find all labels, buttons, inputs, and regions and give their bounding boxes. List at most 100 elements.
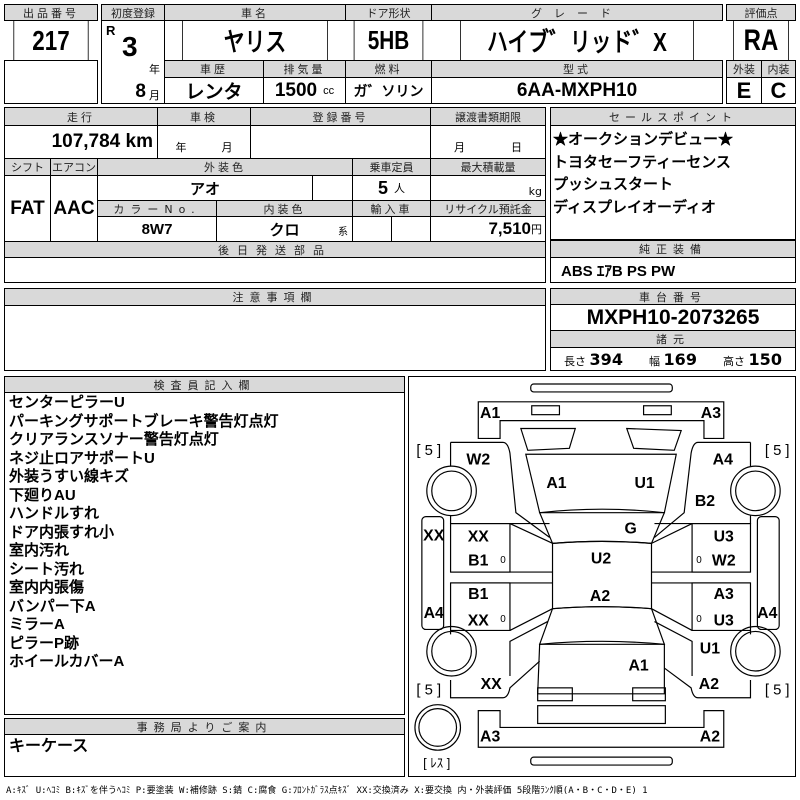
damage-mark: U3 <box>714 613 734 630</box>
reg-no-label: 登録番号 <box>250 107 431 126</box>
damage-mark: XX <box>468 529 490 546</box>
inspection-month-unit: 月 <box>221 141 233 154</box>
ext-label: 外装 <box>726 60 762 78</box>
displacement-unit: cc <box>323 84 335 97</box>
door-mark: 0 <box>500 555 506 566</box>
damage-diagram: A1 A3 [ 5 ] W2 A4 [ 5 ] A1 U1 B2 G XX XX… <box>408 376 796 777</box>
dimensions: 長さ 394 幅 169 高さ 150 <box>550 347 796 371</box>
spec-label: 諸元 <box>550 330 796 348</box>
length-label: 長さ <box>564 354 587 368</box>
car-name: ヤリス <box>182 20 328 61</box>
rear-bumper <box>477 710 725 748</box>
recycle-value: 7,510 <box>488 219 531 238</box>
damage-mark: A3 <box>701 405 721 422</box>
first-reg-label: 初度登録 <box>101 4 165 21</box>
tire-tread: [ 5 ] <box>765 443 790 459</box>
ac-label: エアコン <box>50 158 98 176</box>
inspector-item: センターピラーU <box>9 394 125 411</box>
damage-mark: XX <box>481 676 503 693</box>
inspector-item: ネジ止ロアサポートU <box>9 449 155 467</box>
year-unit: 年 <box>149 63 160 76</box>
mileage: 107,784 km <box>4 125 158 159</box>
damage-mark: A3 <box>480 729 500 746</box>
rear-bumper-bar <box>530 756 673 766</box>
chassis-number: MXPH10-2073265 <box>550 304 796 331</box>
ext-grade: E <box>726 77 762 104</box>
grade: ハイブ゛リッド゛X <box>460 20 694 61</box>
damage-mark: B1 <box>468 586 488 603</box>
length: 長さ 394 <box>564 350 623 369</box>
model-code: 6AA-MXPH10 <box>431 77 723 104</box>
damage-mark: A1 <box>546 475 566 492</box>
history-label: 車歴 <box>164 60 264 78</box>
wheel-rim <box>431 630 472 672</box>
sales-point: プッシュスタート <box>553 176 674 193</box>
inspector-item: ドア内張すれ小 <box>9 523 115 541</box>
damage-mark: A2 <box>590 588 610 605</box>
damage-mark: A1 <box>480 405 500 422</box>
sales-point: ディスプレイオーディオ <box>553 198 716 216</box>
damage-mark: U2 <box>591 550 611 567</box>
inspector-item: 室内内張傷 <box>9 579 85 596</box>
spare-rim <box>418 708 458 747</box>
wheel-rim <box>431 470 472 512</box>
damage-mark: A2 <box>700 729 720 746</box>
inspector-item: クリアランスソナー警告灯点灯 <box>9 431 219 448</box>
width-label: 幅 <box>649 354 661 368</box>
inspector-item: バンパー下A <box>9 597 96 615</box>
transfer-label: 譲渡書類期限 <box>430 107 546 126</box>
damage-mark: B2 <box>695 493 715 510</box>
capacity-value: 5 <box>377 177 388 198</box>
fuel: ガ゛ソリン <box>345 77 432 104</box>
transfer: 月日 <box>430 125 546 159</box>
interior-unit: 系 <box>338 227 348 238</box>
color-extra <box>312 175 353 201</box>
damage-mark: A4 <box>713 451 733 468</box>
damage-mark: A3 <box>714 586 734 603</box>
door-label: ドア形状 <box>345 4 432 21</box>
door-mark: 0 <box>500 614 506 625</box>
import-b <box>391 216 431 242</box>
door-type: 5HB <box>353 20 424 61</box>
era: R <box>106 23 116 38</box>
capacity-unit: 人 <box>394 183 405 195</box>
headlight-right <box>642 405 672 416</box>
inspection-year-unit: 年 <box>175 141 187 154</box>
rear-window <box>538 606 666 645</box>
inspector-list: センターピラーU パーキングサポートブレーキ警告灯点灯 クリアランスソナー警告灯… <box>9 394 279 672</box>
damage-mark: XX <box>468 613 490 630</box>
tire-tread: [ 5 ] <box>765 683 790 699</box>
damage-mark: A1 <box>629 657 649 674</box>
wheel-front-right <box>730 465 781 517</box>
height-label: 高さ <box>723 354 746 368</box>
history: レンタ <box>164 77 264 104</box>
office-note: キーケース <box>4 734 405 777</box>
car-outline: A1 A3 [ 5 ] W2 A4 [ 5 ] A1 U1 B2 G XX XX… <box>414 383 790 770</box>
sales-point: ★オークションデビュー★ <box>553 131 734 148</box>
car-name-label: 車名 <box>164 4 346 21</box>
legend: A:ｷｽﾞ U:ﾍｺﾐ B:ｷｽﾞを伴うﾍｺﾐ P:要塗装 W:補修跡 S:錆 … <box>6 786 648 796</box>
inspector-item: 室内汚れ <box>9 542 70 559</box>
reg-month: 8 <box>135 81 146 102</box>
lot-label: 出品番号 <box>4 4 98 21</box>
transfer-day-unit: 日 <box>511 141 522 154</box>
import-a <box>352 216 392 242</box>
equipment-label: 純正装備 <box>550 240 796 258</box>
mileage-unit: km <box>125 131 153 152</box>
equipment: ABS ｴｱB PS PW <box>550 257 796 283</box>
import-label: 輸入車 <box>352 200 431 217</box>
door-mark: 0 <box>696 555 702 566</box>
sales-point: トヨタセーフティーセンス <box>553 153 731 171</box>
wheel-rim <box>735 630 776 672</box>
wheel-rear-left <box>426 625 477 677</box>
interior-value: クロ <box>269 221 300 239</box>
interior-label: 内装色 <box>216 200 353 217</box>
reg-year: 3 <box>122 31 138 62</box>
notes <box>4 305 546 371</box>
shift: FAT <box>4 175 51 242</box>
displacement-label: 排気量 <box>263 60 346 78</box>
width-value: 169 <box>663 349 697 369</box>
inspector-notes: センターピラーU パーキングサポートブレーキ警告灯点灯 クリアランスソナー警告灯… <box>4 392 405 715</box>
